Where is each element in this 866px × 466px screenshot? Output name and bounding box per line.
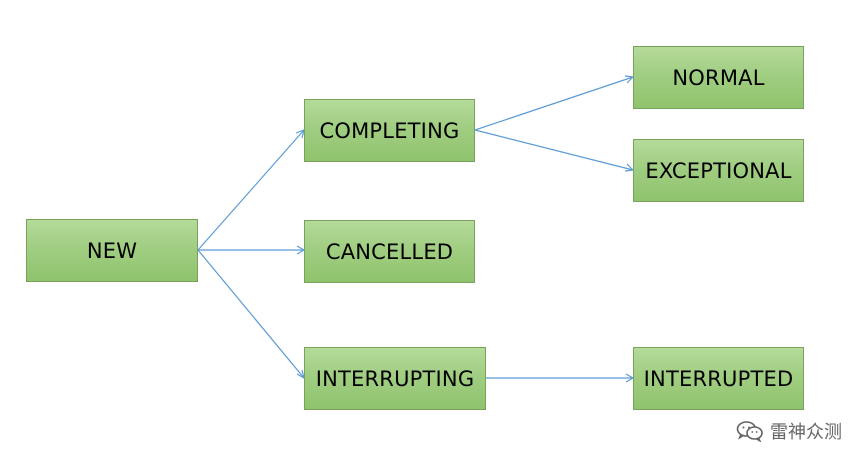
watermark: 雷神众测 <box>736 418 842 444</box>
state-interrupted-label: INTERRUPTED <box>643 366 794 391</box>
arrow-new-to-completing <box>197 129 305 251</box>
state-interrupting: INTERRUPTING <box>304 347 486 410</box>
state-new-label: NEW <box>86 238 138 263</box>
state-interrupting-label: INTERRUPTING <box>315 366 475 391</box>
state-exceptional-label: EXCEPTIONAL <box>645 158 792 183</box>
state-completing-label: COMPLETING <box>319 118 460 143</box>
state-cancelled-label: CANCELLED <box>325 239 454 264</box>
state-cancelled: CANCELLED <box>304 220 475 283</box>
arrowhead-exceptional <box>624 163 635 172</box>
arrow-new-to-interrupting <box>197 249 305 379</box>
state-new: NEW <box>26 219 198 282</box>
arrow-completing-to-normal <box>474 76 634 131</box>
watermark-text: 雷神众测 <box>770 422 842 443</box>
state-normal: NORMAL <box>633 46 804 109</box>
state-interrupted: INTERRUPTED <box>633 347 804 410</box>
arrow-completing-to-exceptional <box>474 129 634 171</box>
state-normal-label: NORMAL <box>672 65 765 90</box>
wechat-icon <box>736 421 763 442</box>
state-completing: COMPLETING <box>304 99 475 162</box>
state-exceptional: EXCEPTIONAL <box>633 139 804 202</box>
